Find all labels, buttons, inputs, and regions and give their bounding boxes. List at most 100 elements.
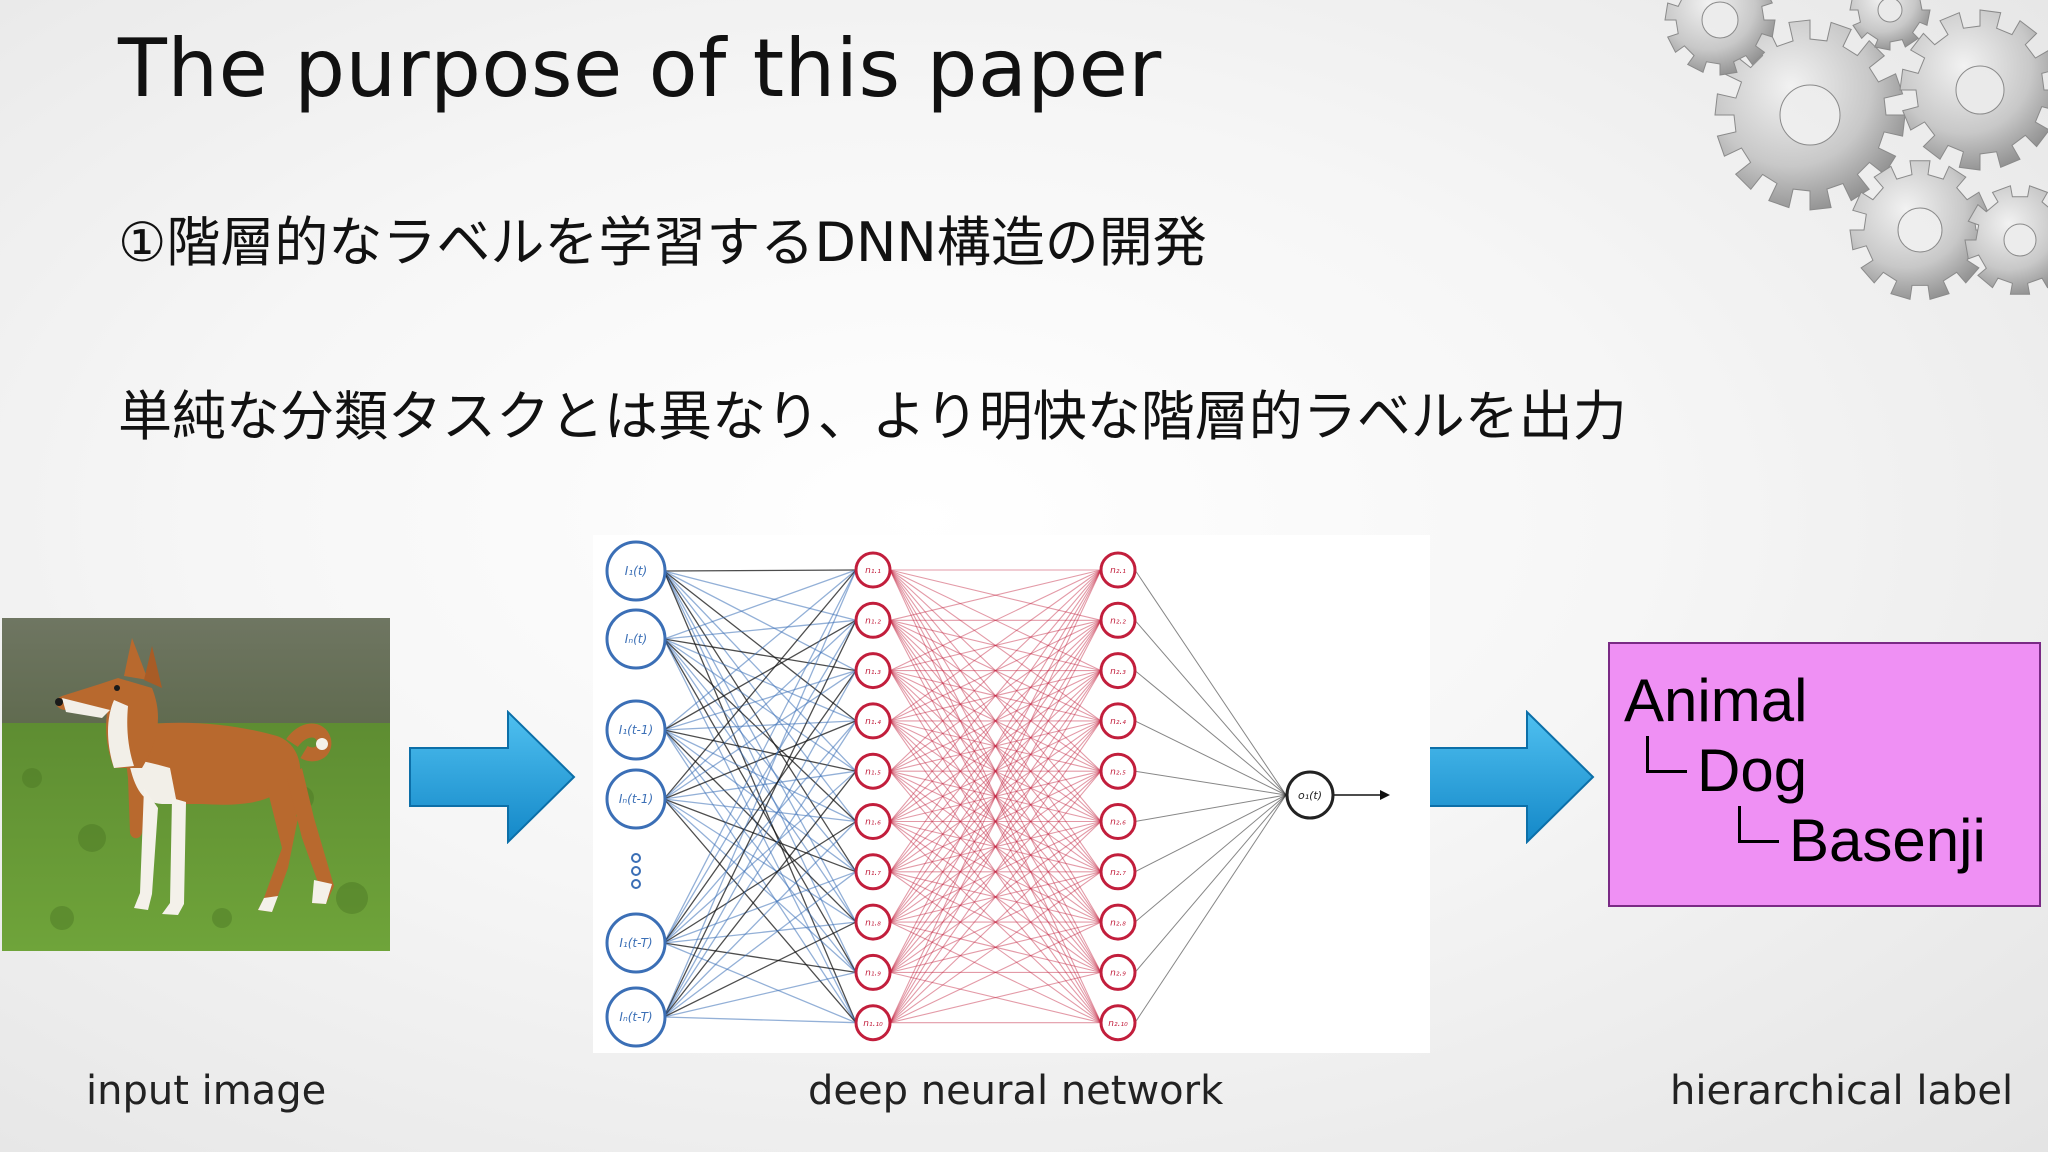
hidden-layer-1-node: n₁.₆: [854, 803, 892, 840]
network-connection: [663, 570, 857, 772]
network-connection: [1134, 794, 1287, 873]
network-connection: [889, 770, 1102, 823]
network-connection: [889, 620, 1102, 1023]
network-connection: [889, 720, 1102, 1024]
arrow-right-icon: [409, 710, 576, 844]
network-connection: [663, 729, 857, 873]
network-connection: [889, 670, 1102, 772]
network-connection: [889, 569, 1102, 1023]
ellipsis-dots: [631, 853, 641, 889]
network-connection: [1134, 619, 1287, 796]
network-connection: [889, 871, 1102, 923]
network-connection: [889, 619, 1102, 772]
hidden-layer-1-node: n₁.₇: [854, 853, 892, 891]
network-connection: [889, 569, 1102, 672]
gear-icon: [1714, 19, 1906, 211]
network-connection: [889, 720, 1102, 772]
gear-icon: [1849, 0, 1931, 51]
node-label: I₁(t-T): [619, 936, 652, 950]
node-label: n₁.₇: [865, 868, 881, 878]
network-connection: [663, 670, 857, 800]
network-connection: [889, 670, 1102, 923]
network-connection: [889, 821, 1102, 1024]
network-connection: [889, 821, 1102, 1024]
network-connection: [663, 570, 857, 973]
network-connection: [663, 569, 857, 572]
node-label: n₂.₄: [1110, 717, 1126, 727]
node-label: Iₙ(t-T): [619, 1010, 652, 1024]
network-connection: [889, 620, 1102, 973]
node-label: Iₙ(t): [625, 632, 647, 646]
network-connection: [889, 619, 1102, 923]
network-connection: [889, 821, 1102, 973]
network-connection: [1134, 569, 1287, 796]
network-connection: [889, 569, 1102, 822]
network-connection: [663, 770, 857, 1018]
network-connection: [889, 670, 1102, 973]
node-label: I₁(t): [625, 564, 647, 578]
network-connection: [1134, 720, 1287, 796]
network-connection: [889, 871, 1102, 973]
node-label: n₂.₁: [1110, 566, 1126, 576]
input-node: I₁(t): [605, 540, 667, 602]
network-connection: [889, 871, 1102, 1024]
node-label: n₁.₁₀: [863, 1019, 883, 1029]
hidden-layer-2-node: n₂.₂: [1099, 601, 1137, 639]
hidden-layer-2-node: n₂.₉: [1099, 953, 1137, 991]
node-label: n₁.₁: [865, 566, 881, 576]
network-connection: [1134, 794, 1287, 822]
input-node: Iₙ(t-T): [605, 986, 667, 1048]
network-connection: [889, 670, 1102, 722]
network-connection: [889, 620, 1102, 1023]
network-connection: [663, 821, 857, 1018]
network-connection: [889, 569, 1102, 672]
network-connection: [1134, 670, 1287, 796]
neural-network-diagram: I₁(t)Iₙ(t)I₁(t-1)Iₙ(t-1)I₁(t-T)Iₙ(t-T)n₁…: [593, 535, 1430, 1053]
node-label: n₁.₃: [865, 667, 881, 677]
network-connection: [889, 670, 1102, 722]
network-connection: [889, 770, 1102, 873]
hidden-layer-1-node: n₁.₂: [854, 601, 892, 639]
network-connection: [663, 569, 857, 640]
network-connection: [889, 770, 1102, 873]
label-level-2-row: Dog: [1646, 736, 1807, 805]
network-connection: [1134, 794, 1287, 973]
network-connection: [889, 569, 1102, 621]
hidden-layer-1-node: n₁.₁₀: [854, 1004, 892, 1042]
network-connection: [663, 670, 857, 944]
node-label: n₂.₉: [1110, 969, 1126, 979]
hidden-layer-2-node: n₂.₄: [1099, 702, 1137, 740]
network-connection: [663, 729, 857, 772]
network-connection: [663, 569, 857, 731]
hidden-layer-1-node: n₁.₈: [854, 903, 892, 941]
network-connection: [889, 619, 1102, 772]
network-connection: [889, 770, 1102, 973]
network-connection: [663, 971, 857, 1018]
network-connection: [1134, 794, 1287, 923]
hidden-layer-2-node: n₂.₁: [1099, 551, 1137, 589]
network-connection: [663, 729, 857, 923]
network-connection: [663, 720, 857, 1018]
network-connection: [663, 619, 857, 640]
network-connection: [663, 871, 857, 944]
hidden-layer-2-node: n₂.₈: [1099, 903, 1137, 941]
network-connection: [889, 569, 1102, 923]
network-connection: [889, 720, 1102, 873]
network-connection: [889, 569, 1102, 923]
network-connection: [889, 569, 1102, 973]
network-connection: [889, 569, 1102, 772]
network-connection: [889, 720, 1102, 772]
network-connection: [663, 729, 857, 973]
network-connection: [889, 821, 1102, 923]
network-connection: [663, 798, 857, 973]
network-connection: [663, 720, 857, 800]
network-connection: [889, 569, 1102, 873]
gear-icon: [1664, 0, 1776, 76]
network-connection: [889, 871, 1102, 923]
gear-icon: [1899, 9, 2048, 171]
network-connection: [889, 619, 1102, 873]
network-connection: [889, 720, 1102, 923]
tree-branch-icon: [1738, 806, 1779, 843]
input-node: Iₙ(t): [605, 608, 667, 670]
network-connection: [889, 670, 1102, 1023]
